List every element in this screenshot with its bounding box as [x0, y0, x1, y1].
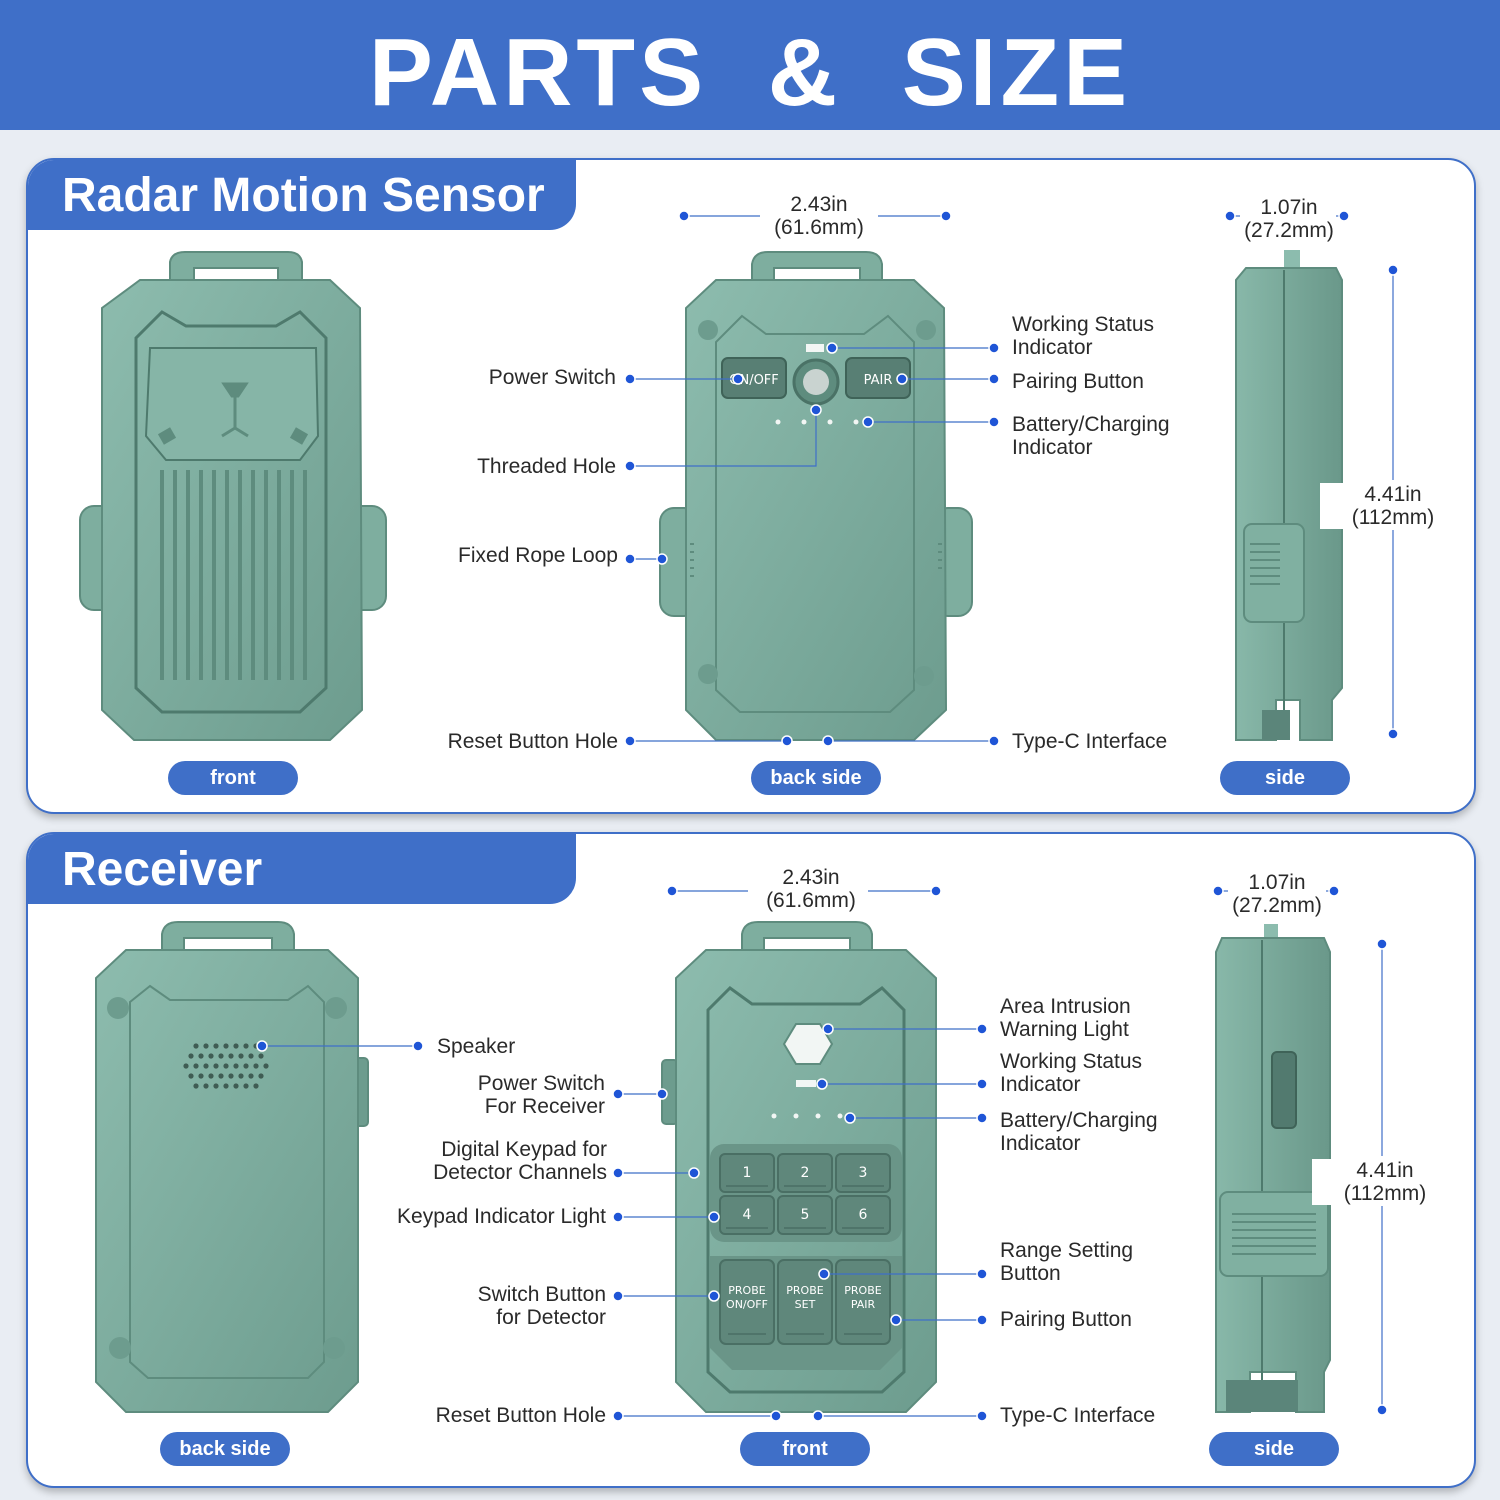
sensor-label-threaded-hole: Threaded Hole — [477, 455, 616, 478]
sensor-label-reset-hole: Reset Button Hole — [447, 730, 618, 753]
keypad-key-label: 3 — [859, 1165, 868, 1181]
receiver-label-speaker: Speaker — [437, 1035, 516, 1058]
receiver-label-switch-detector: Switch Button for Detector — [477, 1283, 606, 1329]
keypad-key-label: 5 — [801, 1207, 810, 1223]
receiver-label-area-intrusion: Area Intrusion Warning Light — [1000, 995, 1131, 1041]
sensor-label-typec: Type-C Interface — [1012, 730, 1168, 753]
probe-key-label: PROBE — [844, 1284, 881, 1297]
keypad-key-1[interactable] — [719, 1153, 775, 1193]
sensor-title: Radar Motion Sensor — [62, 169, 545, 222]
receiver-label-typec: Type-C Interface — [1000, 1404, 1156, 1427]
sensor-depth-dimension: 1.07in (27.2mm) — [1244, 196, 1334, 242]
receiver-height-dimension: 4.41in (112mm) — [1312, 1159, 1458, 1205]
receiver-label-power-switch: Power Switch For Receiver — [477, 1072, 605, 1118]
leader-dots — [256, 210, 1399, 1422]
receiver-label-reset-hole: Reset Button Hole — [435, 1404, 606, 1427]
keypad-key-5[interactable] — [777, 1195, 833, 1235]
sensor-pair-button-text: PAIR — [864, 373, 893, 388]
receiver-label-range: Range Setting Button — [1000, 1239, 1134, 1285]
leader-lines — [262, 215, 1394, 1417]
page-title: PARTS & SIZE — [368, 19, 1132, 126]
sensor-label-power-switch: Power Switch — [488, 366, 616, 389]
probe-key-2[interactable] — [835, 1259, 891, 1345]
keypad-key-2[interactable] — [777, 1153, 833, 1193]
receiver-label-battery: Battery/Charging Indicator — [1000, 1109, 1158, 1155]
receiver-view-front-label: front — [740, 1432, 870, 1466]
sensor-label-battery: Battery/Charging Indicator — [1012, 413, 1170, 459]
keypad-key-label: 1 — [743, 1165, 752, 1181]
sensor-label-fixed-rope-loop: Fixed Rope Loop — [458, 544, 618, 567]
title-banner: PARTS & SIZE — [0, 0, 1500, 130]
sensor-side-device — [1235, 250, 1343, 741]
receiver-label-working-status: Working Status Indicator — [1000, 1050, 1143, 1096]
sensor-view-side-label: side — [1220, 761, 1350, 795]
receiver-depth-dimension: 1.07in (27.2mm) — [1232, 871, 1322, 917]
receiver-side-device — [1215, 924, 1331, 1413]
probe-key-1[interactable] — [777, 1259, 833, 1345]
keypad-key-3[interactable] — [835, 1153, 891, 1193]
keypad-key-label: 4 — [743, 1207, 752, 1223]
receiver-back-device — [95, 921, 369, 1413]
receiver-width-dimension: 2.43in (61.6mm) — [766, 866, 856, 912]
probe-key-label: SET — [795, 1298, 816, 1311]
sensor-height-dimension: 4.41in (112mm) — [1320, 483, 1466, 529]
receiver-label-pairing: Pairing Button — [1000, 1308, 1132, 1331]
probe-key-label: ON/OFF — [726, 1298, 768, 1311]
probe-key-0[interactable] — [719, 1259, 775, 1345]
sensor-view-back-label: back side — [751, 761, 881, 795]
sensor-front-device — [79, 251, 387, 741]
receiver-view-back-label: back side — [160, 1432, 290, 1466]
sensor-label-pairing: Pairing Button — [1012, 370, 1144, 393]
sensor-view-front-label: front — [168, 761, 298, 795]
sensor-back-device: ON/OFF PAIR — [659, 251, 973, 741]
keypad-key-label: 6 — [859, 1207, 868, 1223]
receiver-title: Receiver — [62, 843, 263, 896]
sensor-label-working-status: Working Status Indicator — [1012, 313, 1155, 359]
probe-key-label: PROBE — [728, 1284, 765, 1297]
sensor-panel-tab: Radar Motion Sensor — [28, 160, 576, 230]
probe-key-label: PROBE — [786, 1284, 823, 1297]
keypad-key-label: 2 — [801, 1165, 810, 1181]
receiver-view-side-label: side — [1209, 1432, 1339, 1466]
receiver-panel-tab: Receiver — [28, 834, 576, 904]
keypad-key-4[interactable] — [719, 1195, 775, 1235]
receiver-label-keypad: Digital Keypad for Detector Channels — [433, 1138, 607, 1184]
keypad-key-6[interactable] — [835, 1195, 891, 1235]
receiver-label-keypad-light: Keypad Indicator Light — [397, 1205, 606, 1228]
sensor-width-dimension: 2.43in (61.6mm) — [774, 193, 864, 239]
probe-key-label: PAIR — [851, 1298, 876, 1311]
